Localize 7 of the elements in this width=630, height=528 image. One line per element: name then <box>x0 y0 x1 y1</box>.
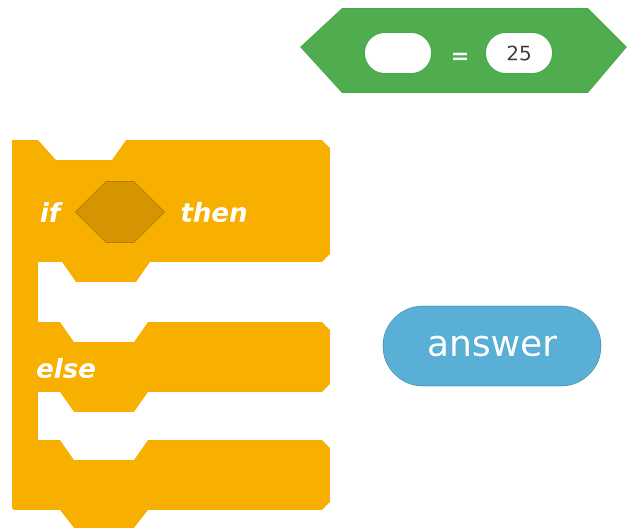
keyword-label: if <box>40 202 63 222</box>
number-slot: 25 <box>486 33 552 73</box>
equals-sign: = <box>453 52 467 60</box>
keyword-label: then <box>182 202 246 222</box>
keyword-label: else <box>37 358 95 378</box>
answer-block: answer <box>382 306 602 386</box>
input-slot <box>365 33 431 73</box>
